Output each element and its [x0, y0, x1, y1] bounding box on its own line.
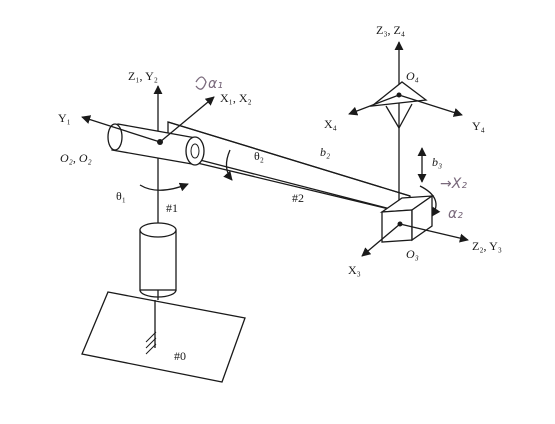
label-o3: O₃: [406, 247, 419, 261]
label-theta2: θ₂: [254, 149, 264, 163]
label-z1-y2: Z₁, Y₂: [128, 69, 158, 83]
handwritten-alpha1: α₁: [208, 76, 223, 92]
handwritten-alpha2: α₂: [448, 206, 463, 222]
label-o2-o2: O₂, O₂: [60, 151, 92, 165]
label-y1: Y₁: [58, 111, 71, 125]
theta1-rotation-arrow: [139, 182, 189, 192]
handwritten-x2-note: →X₂: [440, 176, 467, 192]
link2-bar: [167, 121, 411, 215]
label-o4: O₄: [406, 69, 419, 83]
label-link0: #0: [174, 349, 186, 363]
label-z3-z4: Z₃, Z₄: [376, 23, 405, 37]
joint4-prism: [348, 41, 463, 200]
y1-axis: [81, 115, 161, 143]
link1-cylinder: [139, 222, 177, 300]
joint1-cylinder: [107, 123, 205, 166]
label-theta1: θ₁: [116, 189, 126, 203]
label-z2-y3: Z₂, Y₃: [472, 239, 502, 253]
label-x1-x2: X₁, X₂: [220, 91, 252, 105]
label-link2: #2: [292, 191, 304, 205]
base-plate: [81, 291, 246, 383]
joint3-cube: [361, 185, 469, 257]
label-b3: b₃: [432, 155, 442, 169]
theta2-rotation-arrow: [223, 149, 233, 181]
label-x3: X₃: [348, 263, 361, 277]
handwritten-scribble: [195, 76, 207, 90]
label-x4: X₄: [324, 117, 337, 131]
label-link1: #1: [166, 201, 178, 215]
x1-axis: [159, 96, 215, 143]
label-y4: Y₄: [472, 119, 485, 133]
label-b2: b₂: [320, 145, 330, 159]
